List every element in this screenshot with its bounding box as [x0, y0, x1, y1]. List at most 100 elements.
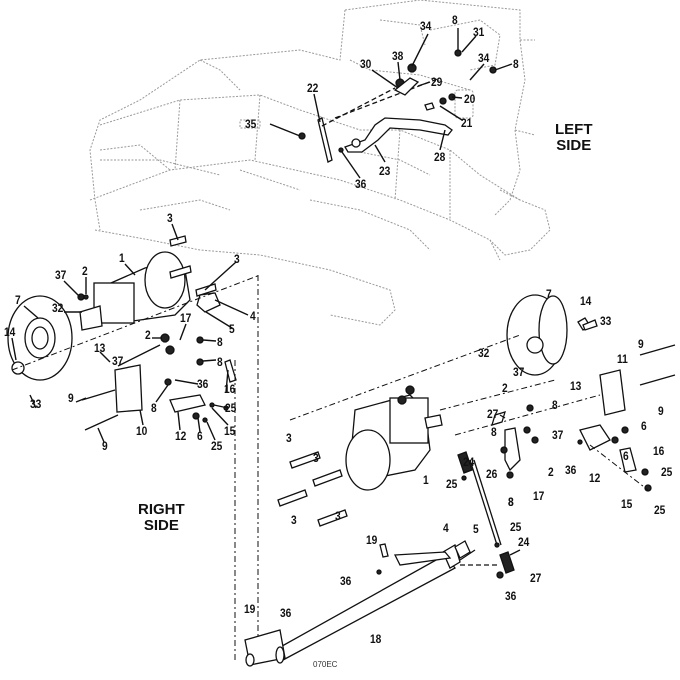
leader-line [439, 129, 446, 151]
callout-25: 25 [654, 503, 666, 517]
callout-37: 37 [552, 428, 564, 442]
leader-line [197, 417, 201, 433]
leader-line [205, 311, 233, 329]
leader-line [124, 263, 136, 276]
callout-3: 3 [234, 252, 240, 266]
callout-13: 13 [570, 379, 582, 393]
leader-line [179, 323, 187, 341]
leader-line [155, 384, 169, 403]
callout-13: 13 [94, 341, 106, 355]
callout-8: 8 [491, 425, 497, 439]
leader-line [75, 397, 87, 403]
callout-16: 16 [653, 444, 665, 458]
callout-16: 16 [224, 382, 236, 396]
callout-29: 29 [431, 75, 443, 89]
callout-25: 25 [446, 477, 458, 491]
callout-10: 10 [136, 424, 148, 438]
callout-25: 25 [510, 520, 522, 534]
callout-15: 15 [621, 497, 633, 511]
callout-17: 17 [180, 311, 192, 325]
callout-19: 19 [244, 602, 256, 616]
right-motor-assembly [7, 235, 261, 660]
leader-line [461, 35, 477, 53]
callout-19: 19 [366, 533, 378, 547]
leader-line [177, 411, 181, 431]
figure-code: 070EC [313, 660, 338, 669]
leader-line [397, 61, 401, 81]
callout-1: 1 [119, 251, 125, 265]
callout-8: 8 [151, 401, 157, 415]
callout-24: 24 [463, 455, 475, 469]
callout-18: 18 [370, 632, 382, 646]
callout-15: 15 [224, 424, 236, 438]
callout-2: 2 [145, 328, 151, 342]
leader-line [202, 359, 217, 362]
callout-22: 22 [307, 81, 319, 95]
callout-25: 25 [661, 465, 673, 479]
leader-line [269, 123, 301, 137]
callout-5: 5 [229, 322, 235, 336]
callout-30: 30 [360, 57, 372, 71]
callout-4: 4 [443, 521, 449, 535]
leader-line [313, 93, 321, 123]
callout-36: 36 [565, 463, 577, 477]
callout-34: 34 [478, 51, 490, 65]
callout-8: 8 [552, 398, 558, 412]
callout-4: 4 [250, 309, 256, 323]
callout-8: 8 [217, 355, 223, 369]
leader-line [451, 96, 463, 99]
callout-25: 25 [225, 401, 237, 415]
callout-8: 8 [513, 57, 519, 71]
leader-line [411, 33, 429, 67]
leader-line [341, 151, 361, 179]
leader-line [211, 407, 229, 426]
callout-9: 9 [658, 404, 664, 418]
leader-line [469, 63, 485, 81]
leader-line [213, 404, 229, 409]
leader-line [204, 261, 237, 291]
callout-3: 3 [335, 509, 341, 523]
callout-24: 24 [518, 535, 530, 549]
callout-7: 7 [546, 287, 552, 301]
callout-2: 2 [548, 465, 554, 479]
callout-33: 33 [30, 397, 42, 411]
leader-line [206, 421, 216, 441]
callout-37: 37 [112, 354, 124, 368]
callout-8: 8 [452, 13, 458, 27]
linkage-rod [457, 451, 521, 579]
left-side-label: LEFT SIDE [555, 121, 593, 154]
leader-line [139, 409, 144, 426]
callout-3: 3 [313, 451, 319, 465]
callout-36: 36 [197, 377, 209, 391]
tube-assembly [244, 540, 500, 667]
leader-line [174, 379, 199, 385]
callout-28: 28 [434, 150, 446, 164]
callout-14: 14 [4, 325, 16, 339]
right-side-label: RIGHT SIDE [138, 501, 185, 534]
leader-line [171, 223, 179, 241]
callout-6: 6 [623, 449, 629, 463]
callout-20: 20 [464, 92, 476, 106]
callout-6: 6 [641, 419, 647, 433]
callout-8: 8 [508, 495, 514, 509]
callout-37: 37 [513, 365, 525, 379]
callout-8: 8 [508, 495, 514, 509]
leader-line [23, 305, 39, 319]
leader-line [374, 144, 386, 163]
callout-38: 38 [392, 49, 404, 63]
callout-3: 3 [286, 431, 292, 445]
callout-8: 8 [217, 335, 223, 349]
callout-1: 1 [423, 473, 429, 487]
left-motor-assembly [289, 294, 676, 492]
callout-3: 3 [291, 513, 297, 527]
callout-36: 36 [355, 177, 367, 191]
callout-5: 5 [473, 522, 479, 536]
callout-36: 36 [505, 589, 517, 603]
leader-line [117, 344, 161, 367]
leader-line [417, 81, 431, 87]
callout-31: 31 [473, 25, 485, 39]
leader-line [371, 69, 399, 89]
callout-33: 33 [600, 314, 612, 328]
callout-21: 21 [461, 116, 473, 130]
